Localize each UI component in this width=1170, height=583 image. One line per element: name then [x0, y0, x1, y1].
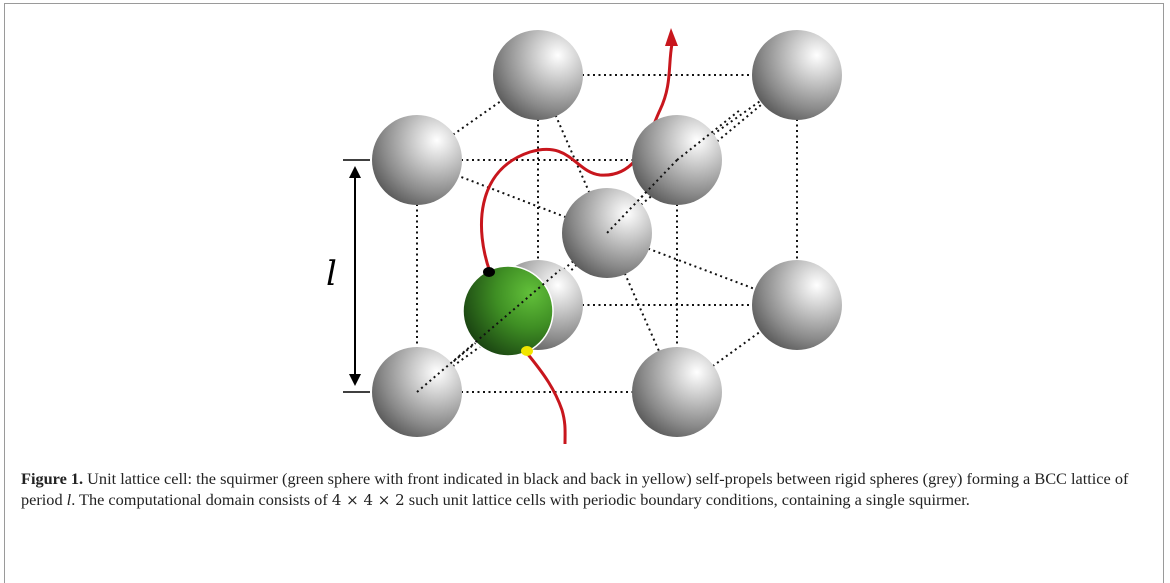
caption-period: l [66, 490, 72, 509]
caption-dims: 4 × 4 × 2 [331, 491, 405, 509]
lattice-sphere [752, 30, 842, 120]
bcc-lattice-diagram: l [326, 28, 842, 445]
period-dimension-arrow [343, 159, 370, 393]
squirmer-trajectory-lower [524, 351, 567, 445]
lattice-sphere [632, 347, 722, 437]
center-sphere [562, 188, 652, 278]
figure-caption: Figure 1. Unit lattice cell: the squirme… [21, 468, 1151, 511]
front-marker [483, 267, 495, 277]
edge-overlay [416, 269, 561, 393]
squirmer-sphere [462, 265, 554, 357]
back-marker [521, 346, 533, 356]
caption-text-2: . The computational domain consists of [71, 490, 332, 509]
caption-label: Figure 1. [21, 469, 84, 488]
lattice-sphere [752, 260, 842, 350]
lattice-sphere [372, 115, 462, 205]
caption-text-1: Unit lattice cell: the squirmer (green s… [21, 469, 1129, 509]
caption-text-3: such unit lattice cells with periodic bo… [404, 490, 970, 509]
edge-overlay [606, 159, 678, 234]
figure-frame [4, 3, 1164, 583]
period-label: l [326, 254, 337, 294]
lattice-sphere [493, 30, 583, 120]
squirmer-trajectory-upper [480, 43, 674, 273]
edge-overlay [676, 109, 741, 161]
trajectory-arrowhead [665, 28, 678, 46]
